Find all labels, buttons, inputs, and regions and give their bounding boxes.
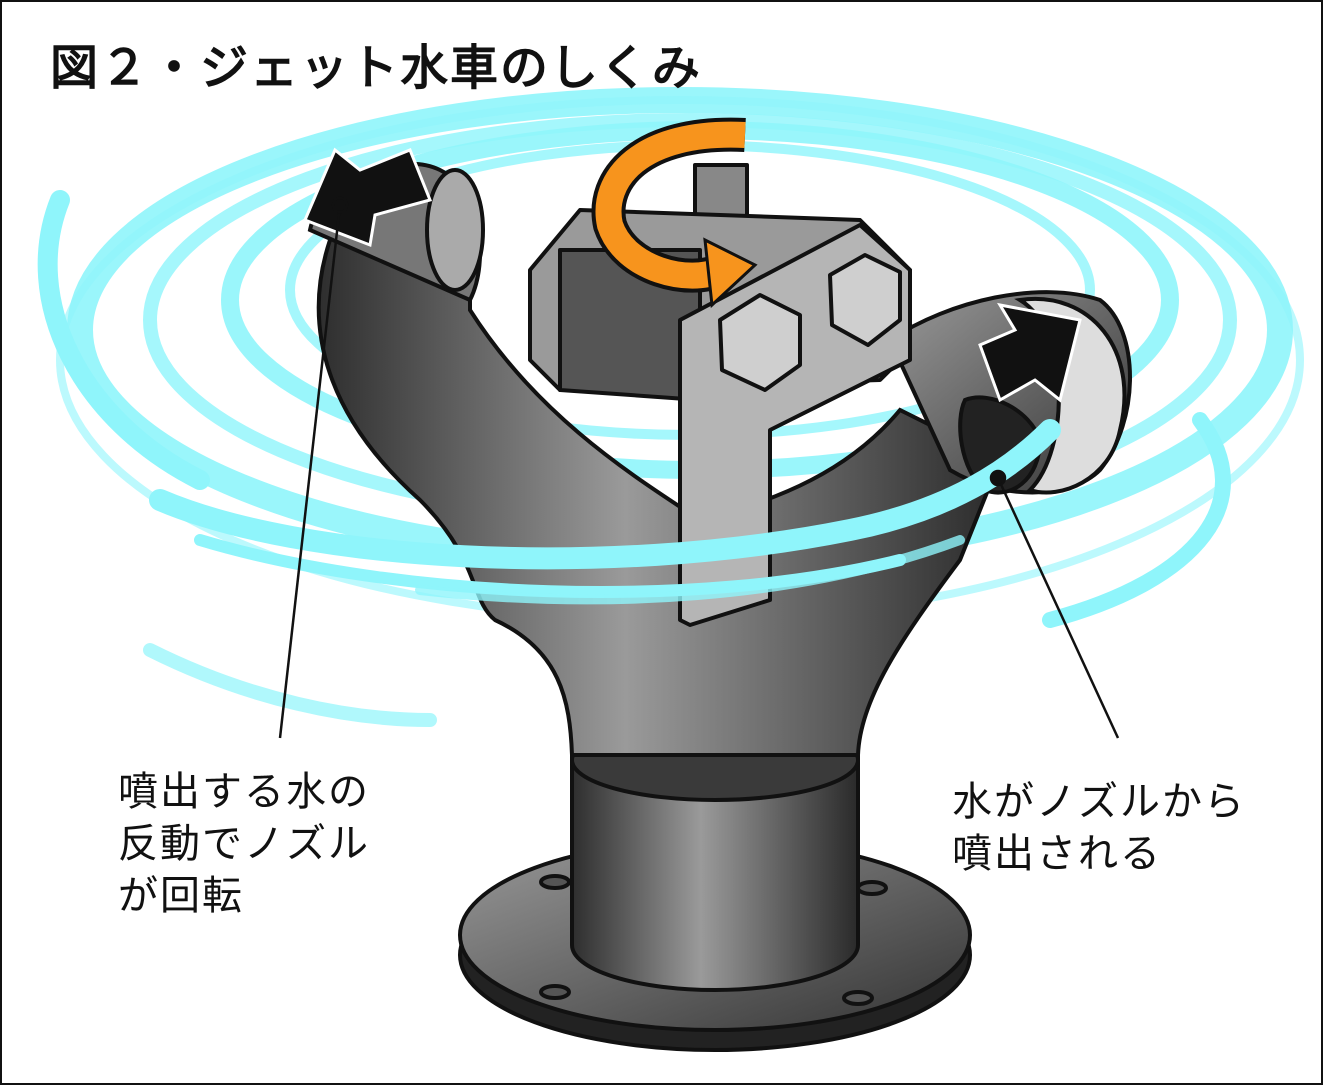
label-nozzle-rotation: 噴出する水の 反動でノズル が回転	[118, 766, 370, 922]
water-swirl-front	[37, 190, 1231, 727]
label-water-jet: 水がノズルから 噴出される	[952, 776, 1246, 880]
figure-title: 図２・ジェット水車のしくみ	[50, 40, 702, 96]
label-line: 反動でノズル	[118, 821, 370, 867]
label-line: 噴出される	[952, 831, 1162, 877]
right-jet-arrow-icon	[978, 302, 1082, 403]
rotation-arrow-icon	[591, 117, 758, 309]
label-line: 噴出する水の	[118, 769, 370, 815]
leader-lines	[278, 196, 1120, 739]
label-line: 水がノズルから	[952, 779, 1246, 825]
label-line: が回転	[118, 873, 244, 919]
vertical-pipe	[570, 718, 860, 992]
left-thrust-arrow-icon	[303, 147, 433, 248]
